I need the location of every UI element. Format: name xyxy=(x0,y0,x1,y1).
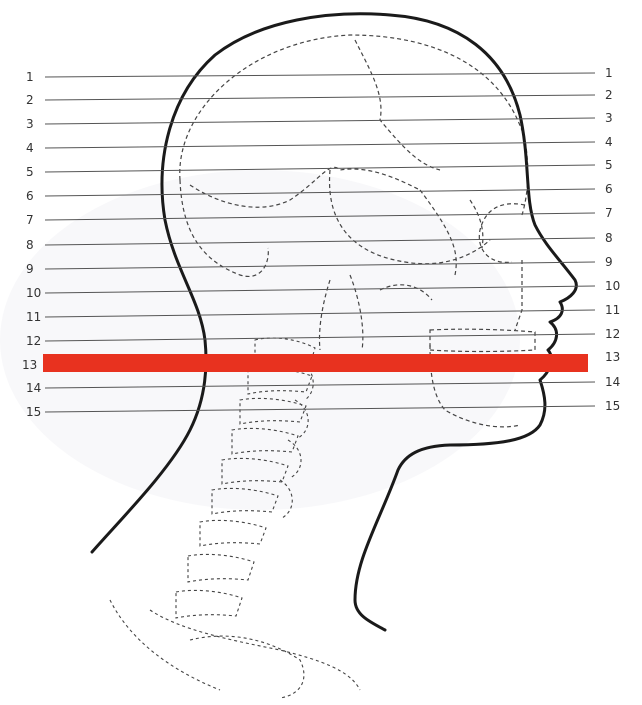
right-label-14: 14 xyxy=(605,375,620,389)
slice-line-7 xyxy=(44,212,596,221)
left-label-12: 12 xyxy=(26,334,41,348)
right-label-13: 13 xyxy=(605,350,620,364)
right-label-8: 8 xyxy=(605,231,613,245)
left-label-4: 4 xyxy=(26,141,34,155)
slice-line-12 xyxy=(44,333,596,342)
right-label-7: 7 xyxy=(605,206,613,220)
left-label-14: 14 xyxy=(26,381,41,395)
right-label-11: 11 xyxy=(605,303,620,317)
left-label-13: 13 xyxy=(22,358,37,372)
left-label-10: 10 xyxy=(26,286,41,300)
right-label-2: 2 xyxy=(605,88,613,102)
left-label-8: 8 xyxy=(26,238,34,252)
slice-line-4 xyxy=(44,141,596,149)
right-label-3: 3 xyxy=(605,111,613,125)
right-label-5: 5 xyxy=(605,158,613,172)
slice-line-5 xyxy=(44,164,596,173)
right-label-15: 15 xyxy=(605,399,620,413)
slice-line-15 xyxy=(44,405,596,413)
slice-line-6 xyxy=(44,188,596,197)
right-label-10: 10 xyxy=(605,279,620,293)
slice-line-2 xyxy=(44,94,596,101)
right-label-4: 4 xyxy=(605,135,613,149)
left-label-3: 3 xyxy=(26,117,34,131)
right-label-6: 6 xyxy=(605,182,613,196)
left-label-9: 9 xyxy=(26,262,34,276)
slice-line-11 xyxy=(44,309,596,318)
left-label-5: 5 xyxy=(26,165,34,179)
slice-line-10 xyxy=(44,285,596,294)
right-label-1: 1 xyxy=(605,66,613,80)
slice-line-9 xyxy=(44,261,596,270)
slice-line-3 xyxy=(44,117,596,125)
left-label-15: 15 xyxy=(26,405,41,419)
slice-line-8 xyxy=(44,237,596,246)
highlighted-slice-bar xyxy=(43,354,588,372)
left-label-1: 1 xyxy=(26,70,34,84)
left-label-2: 2 xyxy=(26,93,34,107)
left-label-7: 7 xyxy=(26,213,34,227)
right-label-9: 9 xyxy=(605,255,613,269)
left-label-6: 6 xyxy=(26,189,34,203)
head-neck-outline xyxy=(90,12,578,632)
slice-line-1 xyxy=(44,72,596,78)
right-label-12: 12 xyxy=(605,327,620,341)
left-label-11: 11 xyxy=(26,310,41,324)
slice-line-14 xyxy=(44,381,596,389)
